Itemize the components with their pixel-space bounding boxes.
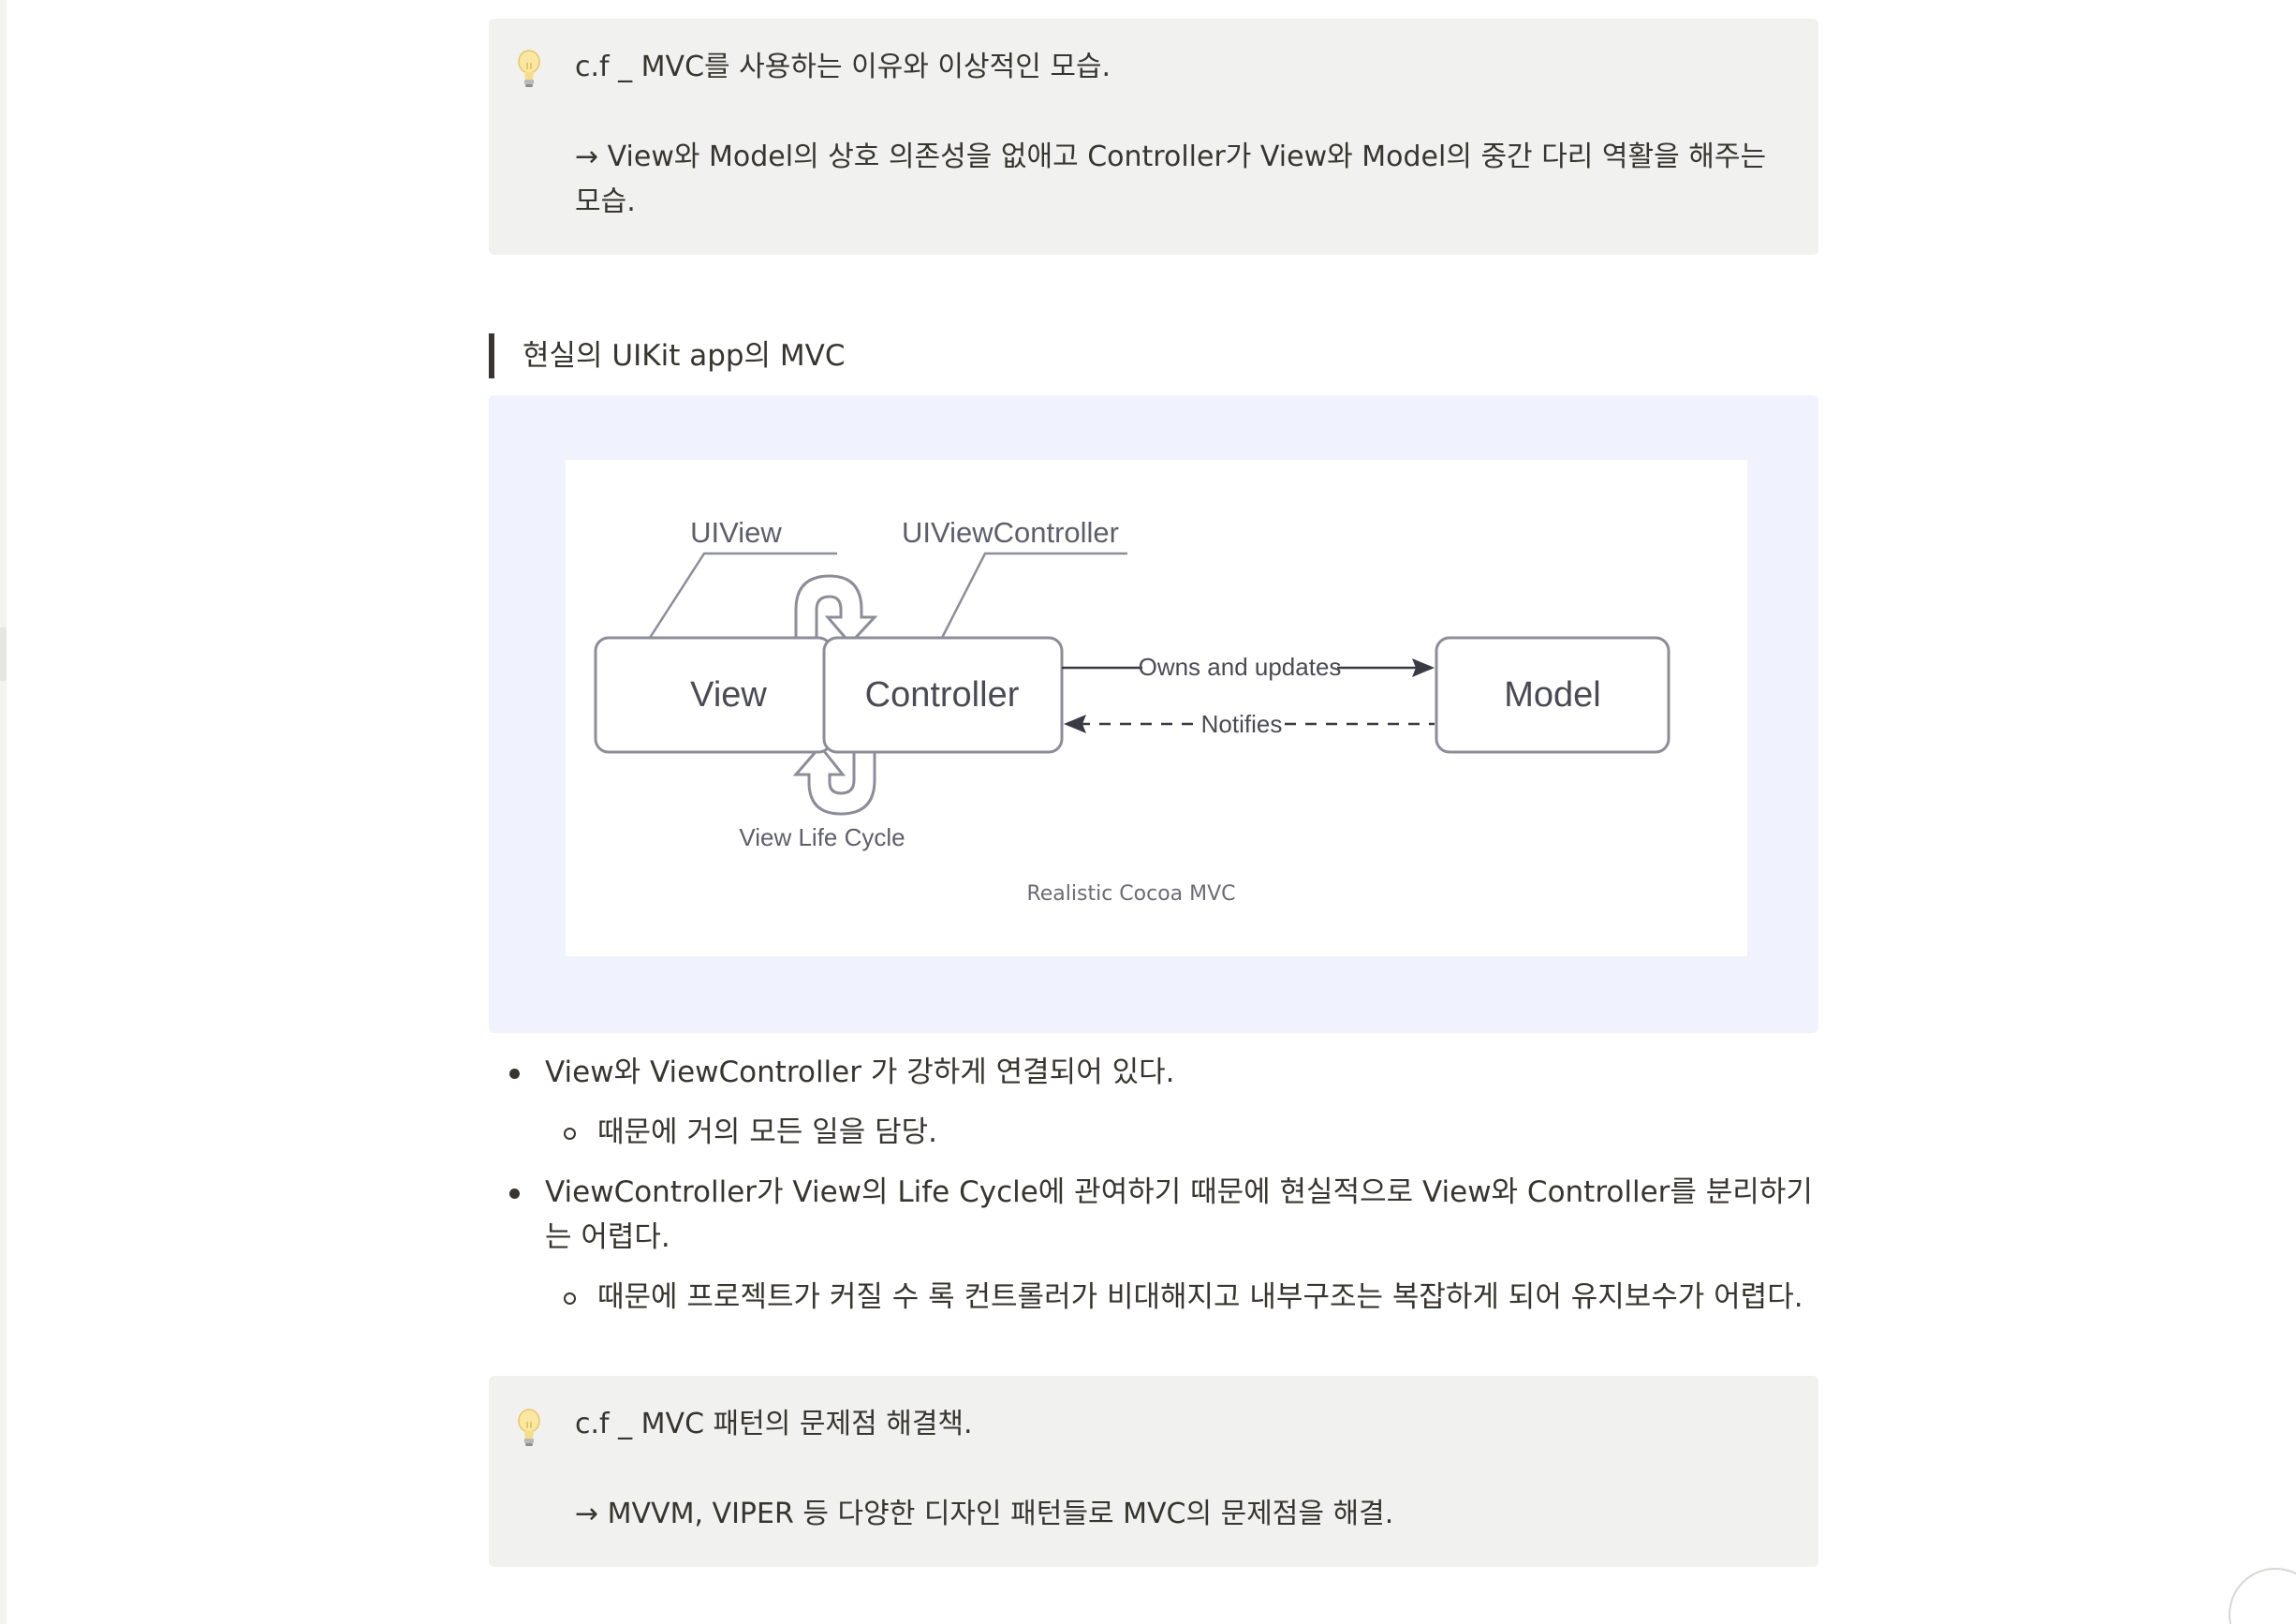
mvc-diagram: UIView UIViewController View Controller … [594,516,1670,906]
lightbulb-icon [518,1409,540,1446]
notifies-arrowhead [1064,715,1086,733]
callout-title: c.f _ MVC를 사용하는 이유와 이상적인 모습. [575,51,1111,83]
sub-list-item: 때문에 거의 모든 일을 담당. [545,1110,1818,1155]
callout-block: c.f _ MVC를 사용하는 이유와 이상적인 모습. → View와 Mod… [489,19,1818,255]
lightbulb-icon [518,50,540,87]
lifecycle-bottom-arrow [792,744,876,816]
list-item: ViewController가 View의 Life Cycle에 관여하기 때… [489,1170,1818,1320]
lifecycle-top-arrow [794,574,878,646]
model-box-label: Model [1504,675,1601,715]
callout-body: → MVVM, VIPER 등 다양한 디자인 패턴들로 MVC의 문제점을 해… [575,1498,1394,1530]
sub-list-item: 때문에 프로젝트가 커질 수 록 컨트롤러가 비대해지고 내부구조는 복잡하게 … [545,1275,1818,1320]
image-block[interactable]: UIView UIViewController View Controller … [489,395,1818,1033]
controller-box-label: Controller [865,675,1020,715]
view-box-label: View [690,675,767,715]
quote-heading: 현실의 UIKit app의 MVC [489,333,1818,378]
sub-list: 때문에 프로젝트가 커질 수 록 컨트롤러가 비대해지고 내부구조는 복잡하게 … [545,1275,1818,1320]
diagram-caption: Realistic Cocoa MVC [1026,882,1235,906]
model-box [1435,636,1670,754]
lifecycle-label: View Life Cycle [739,823,905,851]
notifies-arrow-label: Notifies [1201,710,1283,738]
owns-arrow-label: Owns and updates [1139,653,1342,681]
controller-box [822,636,1064,754]
page-content: c.f _ MVC를 사용하는 이유와 이상적인 모습. → View와 Mod… [489,19,1818,1567]
list-item: View와 ViewController 가 강하게 연결되어 있다. 때문에 … [489,1050,1818,1155]
uiview-label: UIView [690,516,782,549]
help-button[interactable] [2229,1568,2296,1624]
list-item-text: View와 ViewController 가 강하게 연결되어 있다. [545,1056,1175,1089]
uiviewcontroller-label: UIViewController [902,516,1119,549]
sidebar-toggle-handle[interactable] [0,627,7,681]
uiview-leader-line [648,552,837,639]
callout-body: → View와 Model의 상호 의존성을 없애고 Controller가 V… [575,140,1767,218]
sub-list-item-text: 때문에 거의 모든 일을 담당. [597,1115,937,1149]
sub-list: 때문에 거의 모든 일을 담당. [545,1110,1818,1155]
callout-block: c.f _ MVC 패턴의 문제점 해결책. → MVVM, VIPER 등 다… [489,1376,1818,1567]
mvc-diagram-image: UIView UIViewController View Controller … [566,460,1747,956]
quote-text: 현실의 UIKit app의 MVC [522,339,846,373]
callout-title: c.f _ MVC 패턴의 문제점 해결책. [575,1408,973,1440]
bulleted-list: View와 ViewController 가 강하게 연결되어 있다. 때문에 … [489,1050,1818,1320]
uiviewcontroller-leader-line [940,552,1127,639]
owns-arrowhead [1412,658,1435,677]
sub-list-item-text: 때문에 프로젝트가 커질 수 록 컨트롤러가 비대해지고 내부구조는 복잡하게 … [597,1280,1803,1314]
left-sidebar-edge [0,0,7,1624]
list-item-text: ViewController가 View의 Life Cycle에 관여하기 때… [545,1175,1813,1254]
